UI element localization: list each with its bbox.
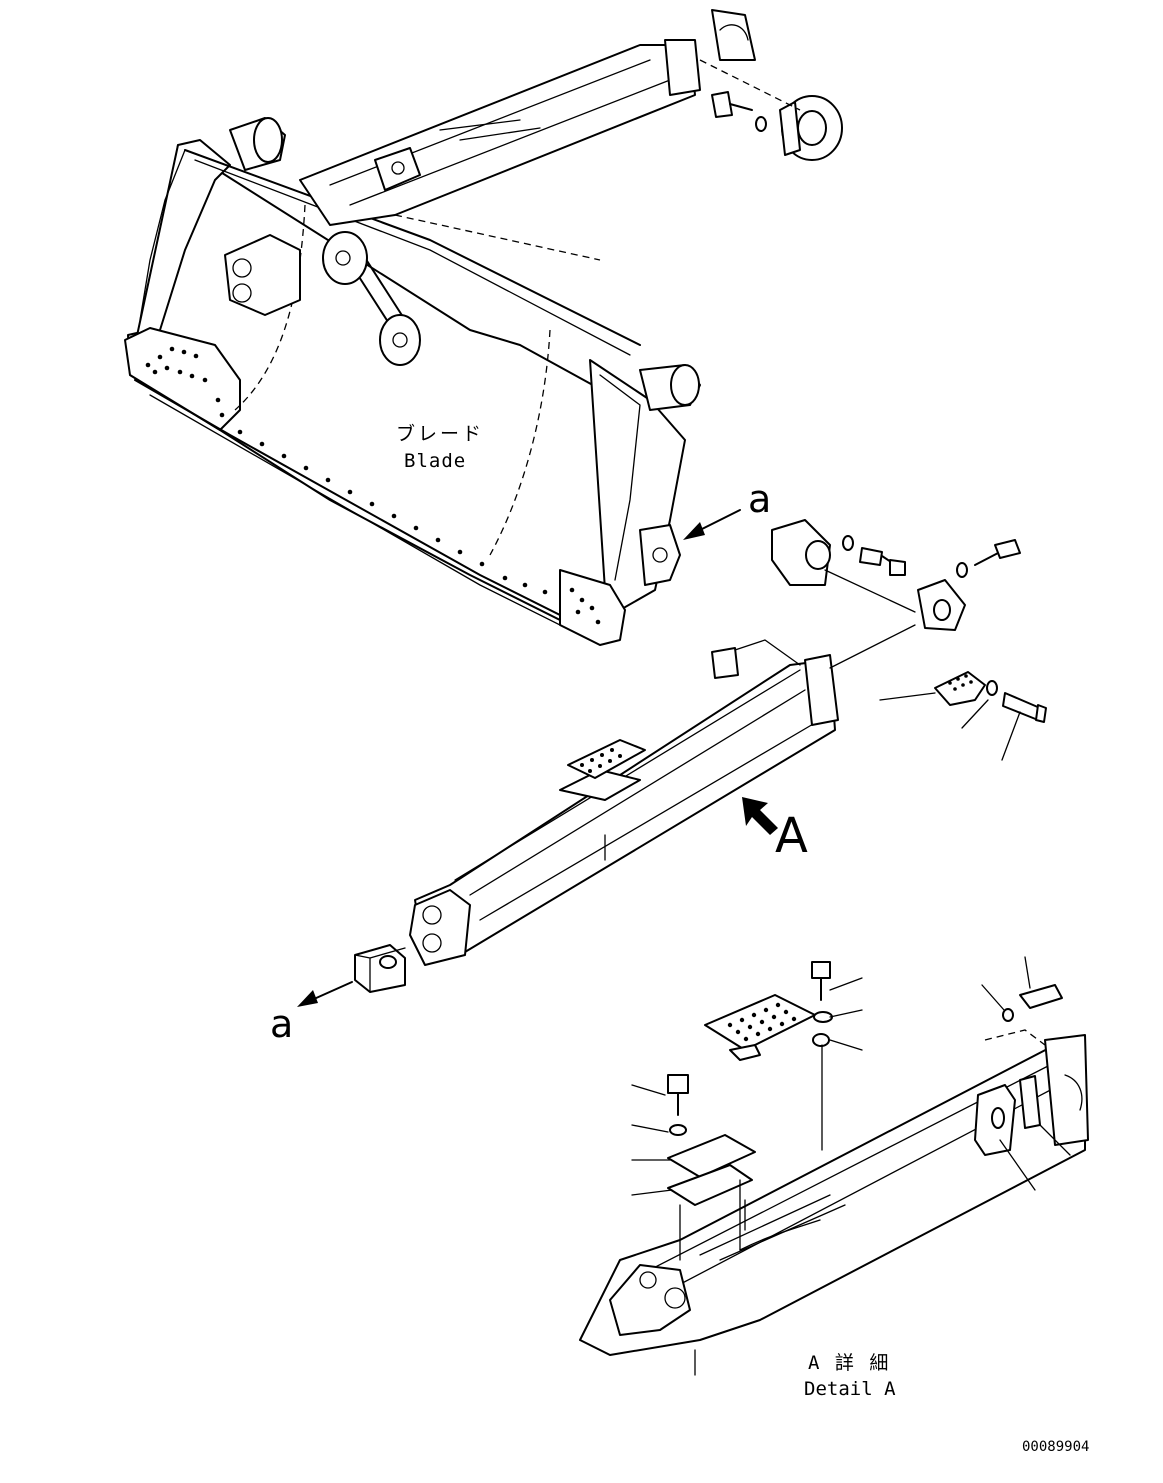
reference-arrows [297,509,778,1007]
detail-label-en: Detail A [804,1378,896,1400]
drawing-number: 00089904 [1022,1439,1090,1455]
edge-holes [145,346,601,625]
mid-hardware [771,519,1047,761]
detail-label-ja: A 詳 細 [808,1352,891,1374]
step-dots-arm [580,748,622,773]
blade-assembly [124,117,701,646]
step-dots-mid [948,674,973,691]
detail-a-view [579,956,1089,1376]
ref-a-top: a [748,477,772,521]
blade-label-ja: ブレード [396,423,485,445]
step-dots-detail [727,1002,797,1042]
block-part [354,944,406,993]
upper-arm [299,9,843,261]
view-a-label: A [775,808,808,864]
blade-label-en: Blade [404,450,467,472]
ref-a-bottom: a [270,1002,294,1046]
push-arm [409,639,839,966]
